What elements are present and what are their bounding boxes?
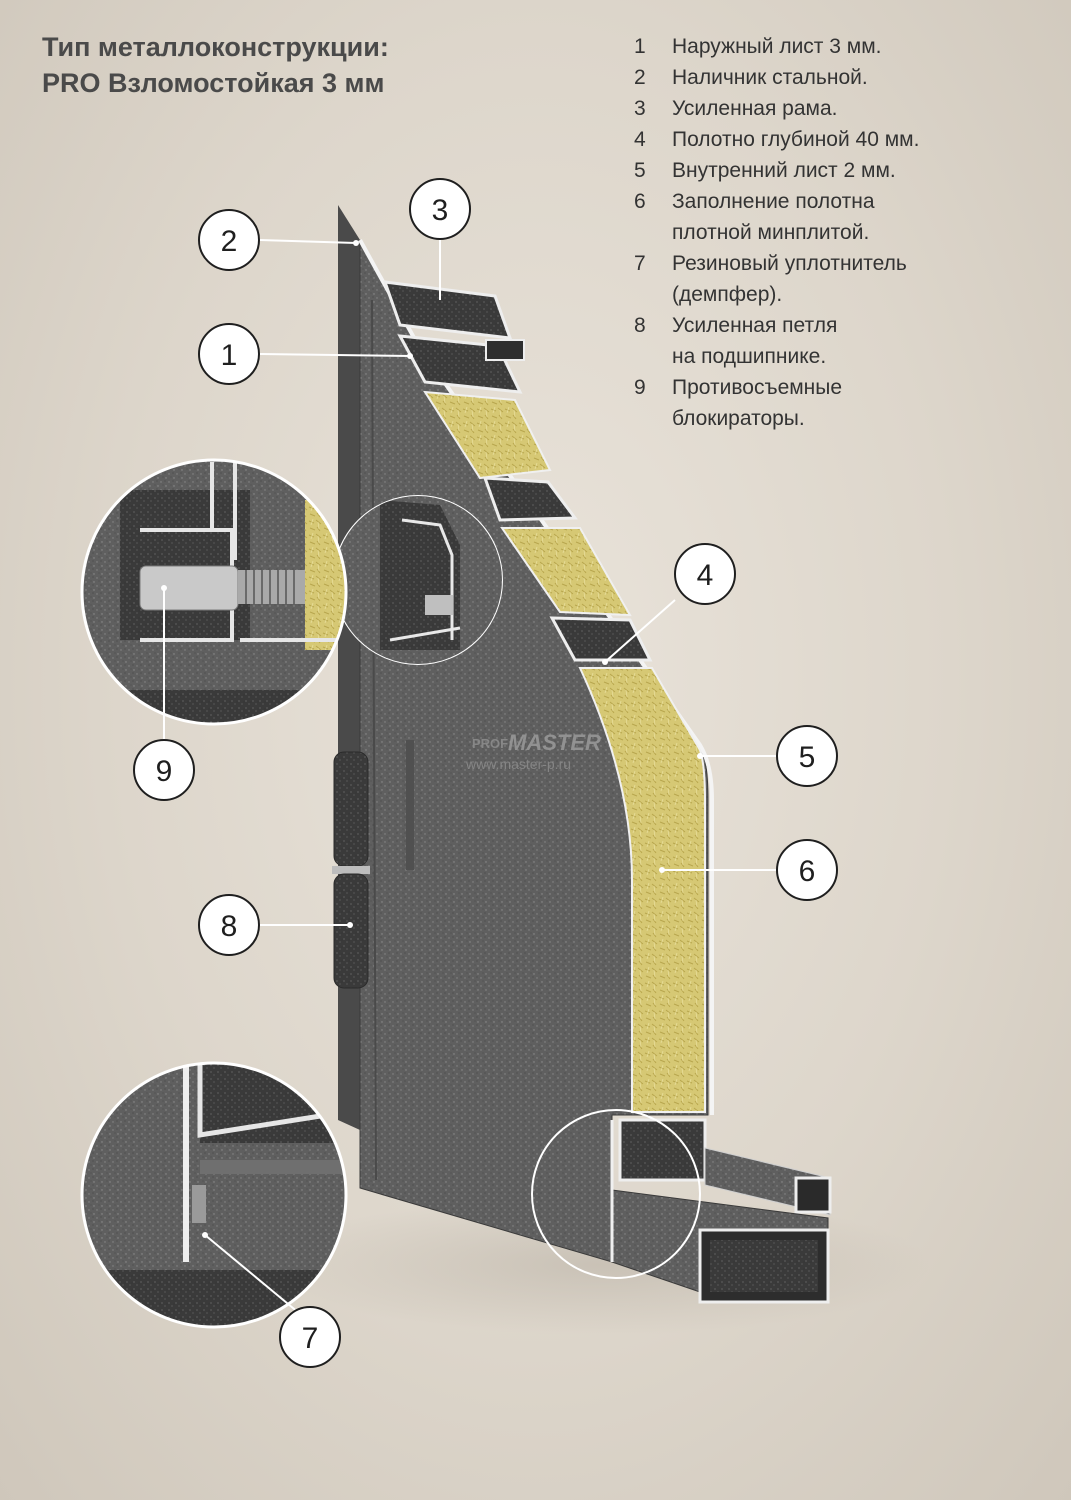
frame-trim-edge (338, 205, 360, 1130)
door-seam (371, 299, 377, 1181)
legend-text-line: Усиленная рама. (672, 97, 838, 120)
legend: 1 Наружный лист 3 мм. 2 Наличник стальной. 3… (634, 35, 919, 430)
callout-8: 8 (198, 894, 260, 956)
callout-9: 9 (133, 739, 195, 801)
legend-item-7: 7 Резиновый уплотнитель (демпфер). (634, 252, 907, 306)
diagram-title: Тип металлоконструкции: PRO Взломостойка… (42, 32, 389, 98)
leader-dots (161, 240, 703, 1238)
legend-number: 9 (634, 376, 646, 399)
callout-2-label: 2 (221, 225, 238, 258)
watermark-master: MASTER (508, 730, 601, 755)
callout-6: 6 (776, 839, 838, 901)
insulation-middle (500, 527, 632, 617)
callout-2: 2 (198, 209, 260, 271)
callout-6-label: 6 (799, 855, 816, 888)
seal-detail-zoom (80, 1061, 348, 1329)
insulation-top (423, 390, 552, 480)
legend-item-3: 3 Усиленная рама. (634, 97, 838, 120)
legend-number: 1 (634, 35, 646, 58)
legend-text-line: Наличник стальной. (672, 66, 868, 89)
legend-text-line: Усиленная петля (672, 314, 837, 337)
callout-1: 1 (198, 323, 260, 385)
legend-number: 8 (634, 314, 646, 337)
watermark-url: www.master-p.ru (465, 756, 571, 772)
stiffener-profile-1 (482, 476, 578, 522)
anti-removal-detail-small (333, 495, 503, 665)
inner-sheet-edge (358, 239, 714, 1115)
callout-5: 5 (776, 725, 838, 787)
door-illustration (332, 205, 832, 1304)
callout-8-label: 8 (221, 910, 238, 943)
legend-number: 2 (634, 66, 646, 89)
legend-number: 6 (634, 190, 646, 213)
legend-item-1: 1 Наружный лист 3 мм. (634, 35, 882, 58)
title-line-1: Тип металлоконструкции: (42, 32, 389, 62)
legend-text-line: (демпфер). (672, 283, 782, 306)
legend-text-line: Внутренний лист 2 мм. (672, 159, 896, 182)
legend-text-line: Противосъемные (672, 376, 842, 399)
watermark-prof: PROF (472, 736, 508, 751)
legend-item-2: 2 Наличник стальной. (634, 66, 868, 89)
legend-item-6: 6 Заполнение полотна плотной минплитой. (634, 190, 875, 244)
legend-item-8: 8 Усиленная петля на подшипнике. (634, 314, 837, 368)
legend-text-line: Заполнение полотна (672, 190, 875, 213)
legend-text-line: Полотно глубиной 40 мм. (672, 128, 919, 151)
callout-4-label: 4 (697, 559, 714, 592)
callout-5-label: 5 (799, 741, 816, 774)
legend-number: 4 (634, 128, 646, 151)
legend-item-4: 4 Полотно глубиной 40 мм. (634, 128, 919, 151)
legend-text-line: плотной минплитой. (672, 221, 869, 244)
seal-detail-small (531, 1109, 701, 1279)
callout-3: 3 (409, 178, 471, 240)
legend-number: 5 (634, 159, 646, 182)
callout-7: 7 (279, 1306, 341, 1368)
legend-text-line: на подшипнике. (672, 345, 826, 368)
legend-number: 3 (634, 97, 646, 120)
legend-text-line: Наружный лист 3 мм. (672, 35, 882, 58)
legend-number: 7 (634, 252, 646, 275)
stiffener-profile-2 (549, 616, 653, 662)
legend-text-line: блокираторы. (672, 407, 805, 430)
frame-profile-top (382, 280, 525, 394)
callout-4: 4 (674, 543, 736, 605)
callout-1-label: 1 (221, 339, 238, 372)
callout-7-label: 7 (302, 1322, 319, 1355)
callout-9-label: 9 (156, 755, 173, 788)
hinge (332, 740, 414, 989)
watermark: PROF MASTER www.master-p.ru (465, 730, 601, 772)
callout-3-label: 3 (432, 194, 449, 227)
anti-removal-detail-zoom (80, 458, 348, 726)
title-line-2: PRO Взломостойкая 3 мм (42, 68, 384, 98)
legend-item-9: 9 Противосъемные блокираторы. (634, 376, 842, 430)
callout-markers: 2 3 1 4 5 6 8 9 (133, 178, 838, 1368)
legend-item-5: 5 Внутренний лист 2 мм. (634, 159, 896, 182)
insulation-main (578, 667, 706, 1113)
legend-text-line: Резиновый уплотнитель (672, 252, 907, 275)
frame-profile-bottom (611, 1118, 832, 1304)
